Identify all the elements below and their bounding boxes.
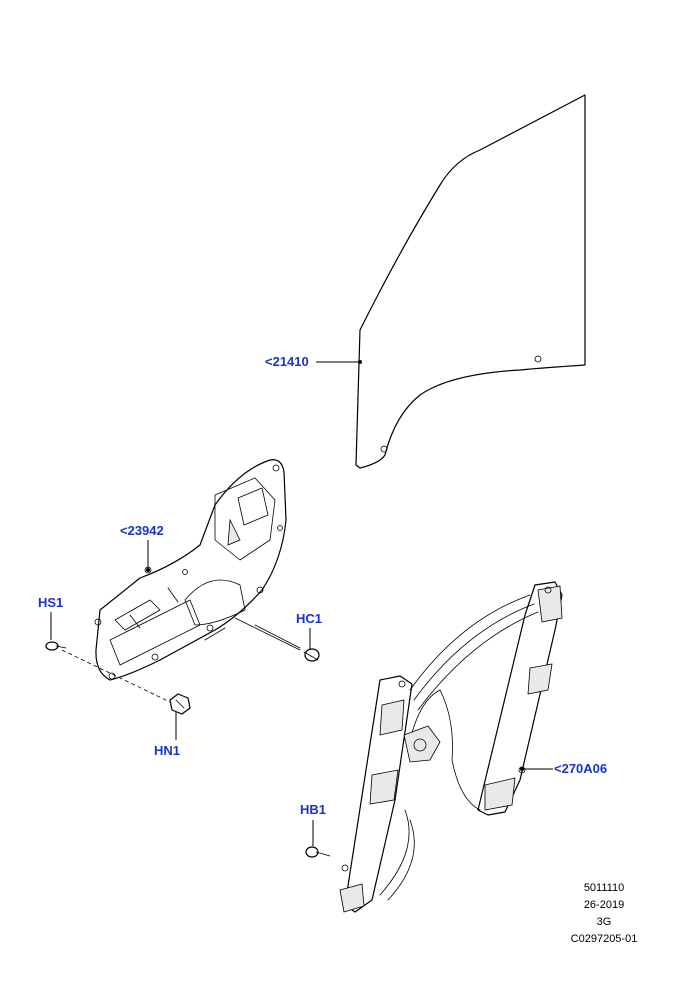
callout-hb1[interactable]: HB1 — [300, 802, 327, 817]
callout-hn1[interactable]: HN1 — [154, 743, 181, 758]
callout-glass[interactable]: <21410 — [265, 354, 309, 369]
reference-line-1: 5011110 — [583, 882, 625, 894]
reference-line-4: C0297205-01 — [570, 933, 638, 945]
callout-trim-panel[interactable]: <23942 — [120, 523, 164, 538]
reference-line-2: 26-2019 — [583, 899, 625, 911]
reference-block: 5011110 26-2019 3G C0297205-01 — [556, 880, 652, 948]
screw-hs1[interactable] — [45, 641, 67, 651]
door-carrier-panel[interactable] — [94, 459, 287, 681]
callout-regulator[interactable]: <270A06 — [554, 761, 608, 776]
window-regulator[interactable] — [339, 581, 563, 913]
bolt-hb1[interactable] — [305, 846, 331, 858]
door-glass[interactable] — [355, 94, 586, 469]
reference-line-3: 3G — [596, 916, 612, 928]
callout-hs1[interactable]: HS1 — [38, 595, 64, 610]
leader-lines — [50, 360, 553, 846]
callout-hc1[interactable]: HC1 — [296, 611, 323, 626]
nut-hn1[interactable] — [169, 693, 191, 715]
clip-hc1[interactable] — [303, 648, 320, 662]
